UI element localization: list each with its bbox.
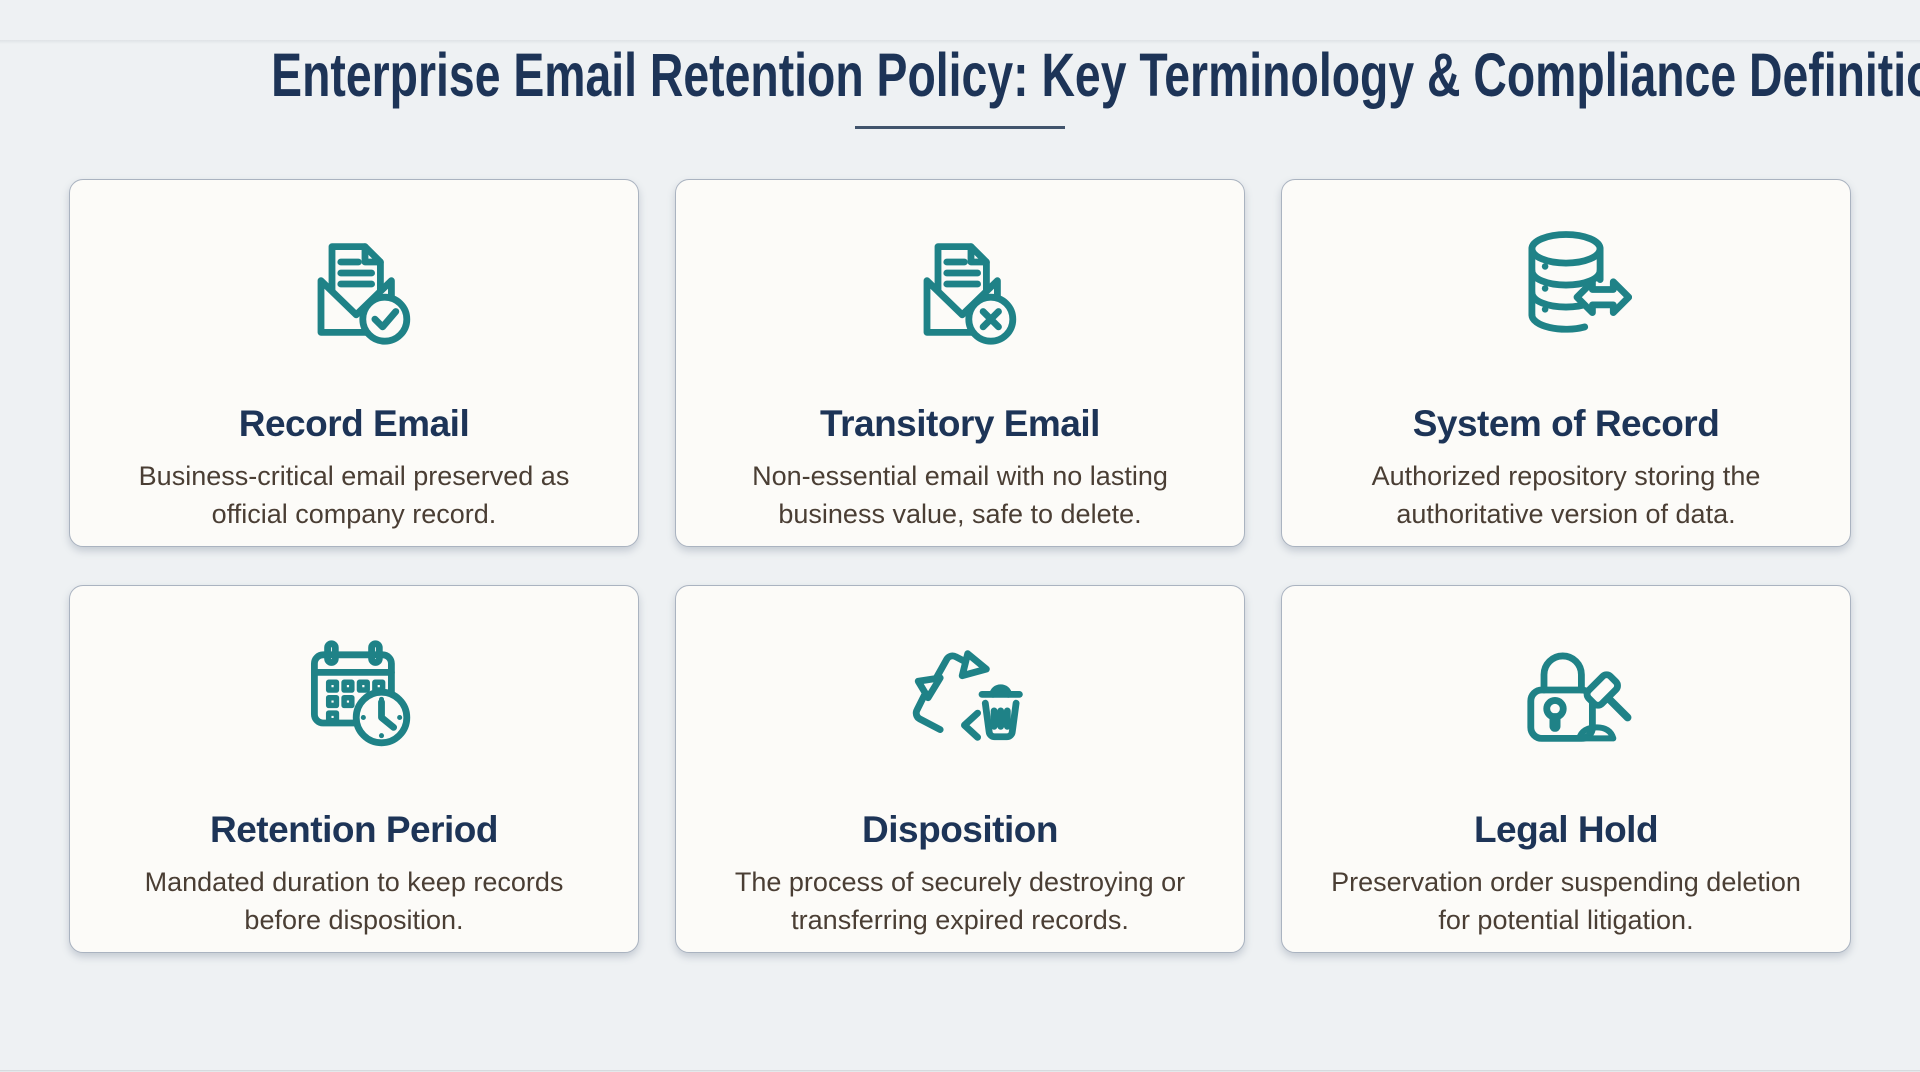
card-retention-period: Retention Period Mandated duration to ke… xyxy=(69,585,639,954)
card-description: The process of securely destroying or tr… xyxy=(734,866,1186,936)
card-title: Disposition xyxy=(862,809,1058,851)
card-legal-hold: Legal Hold Preservation order suspending… xyxy=(1281,585,1851,954)
card-title: Transitory Email xyxy=(820,403,1100,445)
record-email-envelope-check-icon xyxy=(70,218,638,350)
system-of-record-database-sync-icon xyxy=(1282,218,1850,350)
window-top-edge xyxy=(0,40,1920,44)
card-description: Authorized repository storing the author… xyxy=(1371,460,1761,530)
card-description: Mandated duration to keep records before… xyxy=(144,866,564,936)
page-title: Enterprise Email Retention Policy: Key T… xyxy=(271,41,1920,109)
disposition-recycle-trash-icon xyxy=(676,624,1244,756)
title-underline xyxy=(855,126,1065,130)
card-description: Preservation order suspending deletion f… xyxy=(1331,866,1801,936)
card-title: Record Email xyxy=(238,403,470,445)
card-title: Retention Period xyxy=(209,809,499,851)
card-transitory-email: Transitory Email Non-essential email wit… xyxy=(675,179,1245,548)
retention-period-calendar-clock-icon xyxy=(70,624,638,756)
card-title: Legal Hold xyxy=(1473,809,1659,851)
card-title: System of Record xyxy=(1412,403,1720,445)
card-system-of-record: System of Record Authorized repository s… xyxy=(1281,179,1851,548)
card-record-email: Record Email Business-critical email pre… xyxy=(69,179,639,548)
definition-cards-grid: Record Email Business-critical email pre… xyxy=(0,179,1920,954)
header: Enterprise Email Retention Policy: Key T… xyxy=(0,40,1920,130)
transitory-email-envelope-x-icon xyxy=(676,218,1244,350)
card-description: Non-essential email with no lasting busi… xyxy=(752,460,1168,530)
card-disposition: Disposition The process of securely dest… xyxy=(675,585,1245,954)
card-description: Business-critical email preserved as off… xyxy=(138,460,570,530)
footer: © 2024 Enterprise Compliance. Confidenti… xyxy=(0,1070,1920,1072)
legal-hold-lock-gavel-icon xyxy=(1282,624,1850,756)
